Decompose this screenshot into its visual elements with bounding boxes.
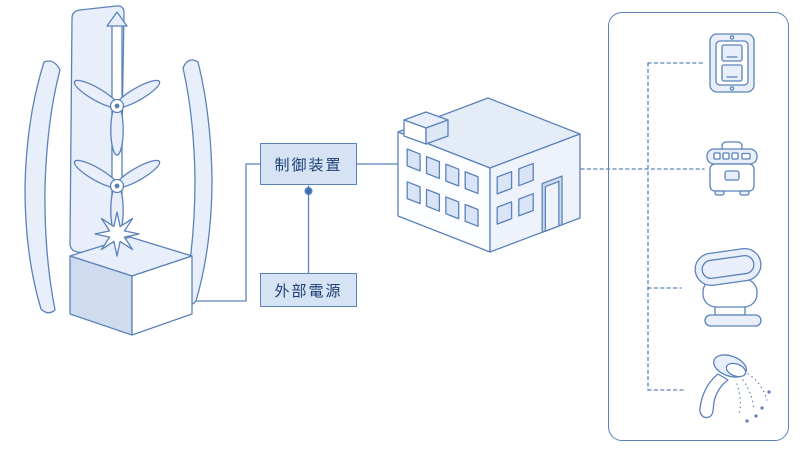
dashed-distribution-lines: [580, 62, 706, 391]
building-windows-side: [497, 153, 562, 250]
control-device-label: 制御装置: [260, 143, 357, 185]
turbine-rotor-lower: [73, 159, 161, 236]
connector-turbine-control: [192, 163, 261, 302]
building-windows-front: [407, 149, 478, 226]
turbine-hub-burst: [94, 211, 140, 257]
turbine-rotor-upper: [73, 79, 161, 156]
devices-panel: [608, 12, 789, 441]
building-body: [397, 97, 581, 253]
external-power-label: 外部電源: [260, 273, 357, 307]
building-icon: [388, 84, 588, 256]
turbine-base: [69, 236, 193, 336]
building-rooftop-box: [403, 111, 449, 145]
rice-cooker-icon: [706, 141, 758, 196]
shower-spray: [736, 373, 771, 423]
wind-turbine-icon: [24, 5, 213, 336]
junction-dot: [304, 186, 313, 196]
light-switch-icon: [709, 33, 755, 93]
shower-head-icon: [699, 354, 771, 423]
toilet-icon: [694, 247, 762, 327]
